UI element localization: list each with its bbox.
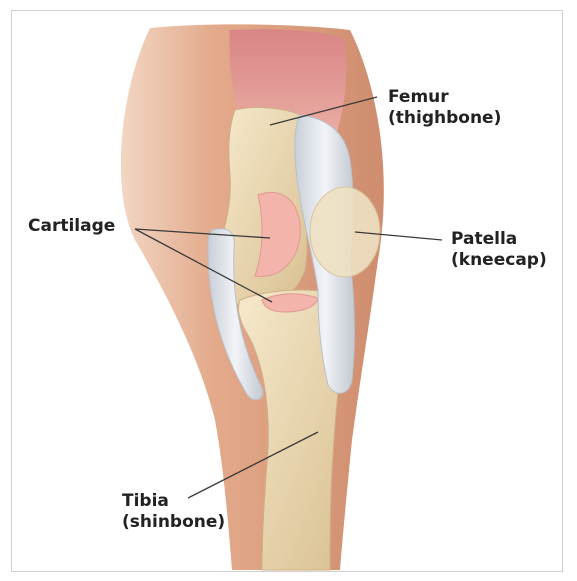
- femur-label-name: Femur: [388, 87, 501, 108]
- femur-label: Femur (thighbone): [388, 87, 501, 129]
- cartilage-label: Cartilage: [28, 216, 115, 237]
- tibia-label-sub: (shinbone): [122, 512, 225, 533]
- patella-label-sub: (kneecap): [451, 250, 547, 271]
- femur-label-sub: (thighbone): [388, 108, 501, 129]
- tibia-label: Tibia (shinbone): [122, 491, 225, 533]
- patella-bone: [310, 187, 380, 277]
- patella-label: Patella (kneecap): [451, 229, 547, 271]
- tibia-label-name: Tibia: [122, 491, 225, 512]
- cartilage-label-name: Cartilage: [28, 216, 115, 237]
- patella-label-name: Patella: [451, 229, 547, 250]
